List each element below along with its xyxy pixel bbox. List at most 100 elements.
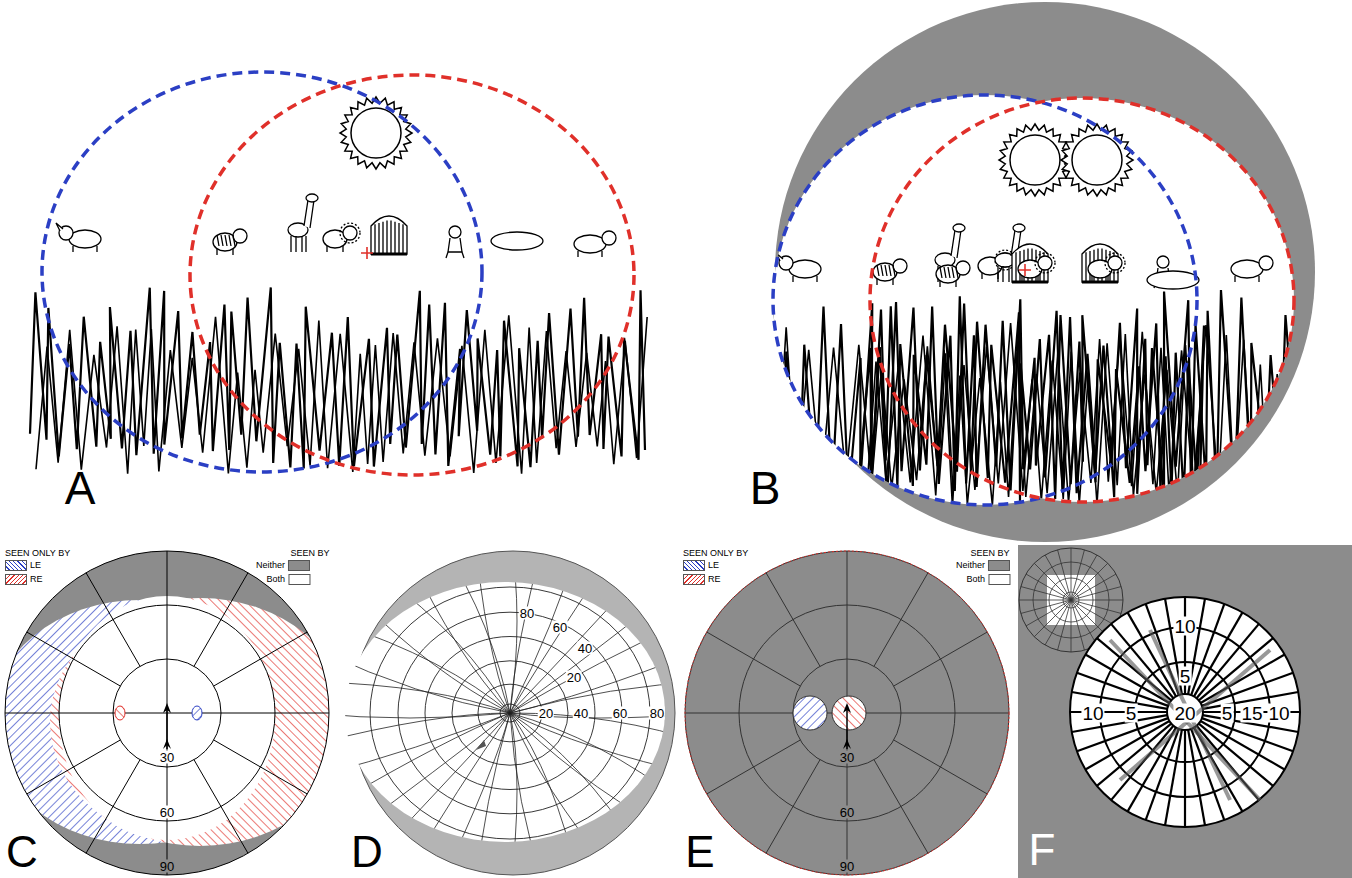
legend-swatch [288,574,310,585]
legend-text: LE [708,561,719,570]
panel-letter: B [750,465,781,511]
sun-icon [1010,135,1060,185]
small-field-ring [1049,578,1093,622]
polar-spoke [27,740,121,794]
projected-meridian [510,557,610,713]
polar-spoke [214,632,308,686]
projected-meridian [313,682,510,713]
scale-number: 5 [1221,704,1234,723]
legend-text: RE [708,575,721,584]
legend-text: Neither [256,561,285,570]
rhino-icon [56,223,101,252]
scale-number: 10 [1081,704,1104,723]
projected-meridian [337,623,510,713]
legend-heading: SEEN BY [970,549,1009,558]
projected-meridian [510,575,639,713]
projected-meridian [510,713,517,878]
hippo-icon [574,231,616,257]
panel-letter: C [6,830,38,874]
scale-number: 60 [552,621,568,634]
scan-stroke [1110,640,1260,800]
projected-meridian [510,544,578,713]
legend-swatch [988,574,1010,585]
fixation-cross [361,247,373,259]
small-field-ring [1033,562,1109,638]
lion-icon [323,223,360,252]
projected-meridian [381,713,510,851]
polar-spoke [707,740,801,794]
panel-letter: F [1029,828,1056,872]
grass-blades [776,323,1312,504]
legend-swatch [988,560,1010,571]
projected-meridian [410,713,510,869]
projected-meridian [337,713,510,803]
scan-stroke [1120,650,1270,780]
legend-heading: SEEN ONLY BY [683,549,748,558]
grass-blades [30,287,645,468]
projected-meridian [357,597,510,713]
binocular-view [760,80,1328,520]
polar-spoke [894,740,988,794]
scale-number: 40 [573,707,589,720]
tiger-icon [936,261,970,287]
legend-text: Neither [956,561,985,570]
projected-meridian [442,713,510,878]
large-field-spoke [1202,718,1293,751]
polar-spoke [5,713,167,714]
scale-number: 10 [1267,704,1290,723]
small-field-ring [1063,592,1079,608]
polar-spoke [874,760,928,854]
projected-meridian [510,623,683,713]
legend-text: Both [966,575,985,584]
legend-swatch [683,574,705,585]
left-eye-field [773,95,1197,505]
sun-icon [351,108,401,158]
projected-meridian [510,536,545,713]
panel-b-scene [760,2,1328,542]
polar-spoke [847,713,1009,714]
large-field-spoke [1184,730,1186,827]
projected-meridian [510,713,639,851]
grass-blades [36,315,647,473]
tiger-icon [213,229,247,255]
cage-icon [371,216,407,254]
panel-a-scene [30,72,647,475]
polar-spoke [874,573,928,667]
scale-number: 60 [839,806,855,819]
gaze-arrow [843,703,851,749]
large-field [1070,597,1300,827]
scale-number: 30 [159,751,175,764]
legend-swatch [5,560,27,571]
panel-ground [1018,545,1352,878]
projected-meridian [310,713,510,718]
monkey-icon [446,226,464,258]
legend-entry: LE [683,560,719,571]
scale-number: 5 [1125,704,1138,723]
legend-swatch [683,560,705,571]
large-field-ring [1135,662,1235,762]
polar-spoke [214,740,308,794]
scan-stroke [1150,630,1230,800]
projected-meridian [410,557,510,713]
fixation-cross [1019,264,1031,276]
projected-meridian [510,533,517,713]
legend-text: LE [30,561,41,570]
blind-spot [115,706,125,720]
panel-c-chart [0,545,350,878]
panel-d-chart [310,533,710,878]
right-eye-field [870,98,1294,502]
right-eye-field [190,75,634,475]
polar-ring [5,551,329,875]
polar-spoke [86,573,140,667]
legend-text: Both [266,575,285,584]
scale-number: 10 [1173,617,1196,636]
polar-spoke [86,760,140,854]
legend-entry: Both [266,574,310,585]
projected-meridian [357,713,510,829]
scale-number: 5 [1179,667,1192,686]
rhino-icon [776,253,821,282]
tiger-icon [873,259,907,285]
lion-icon [1088,253,1125,282]
scale-number: 80 [649,707,665,720]
